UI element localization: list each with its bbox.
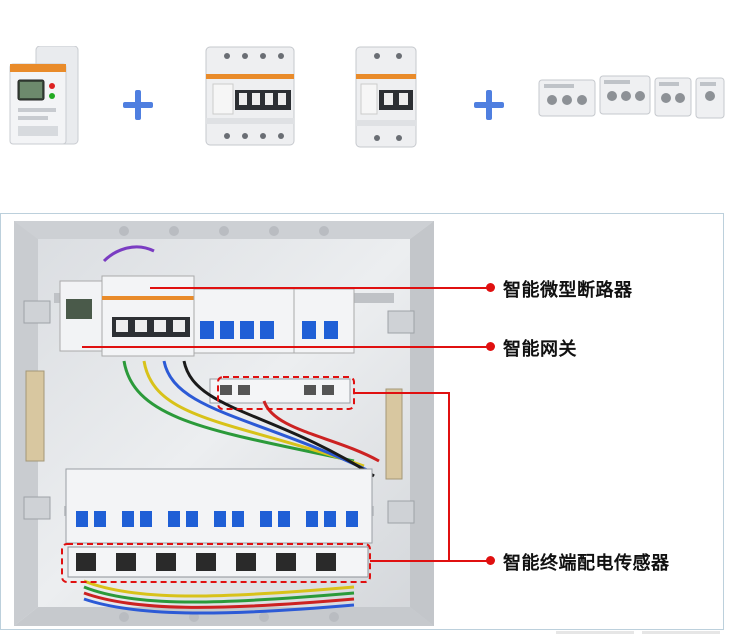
callout-line-sensor-top (354, 392, 450, 394)
callout-line-gateway (82, 346, 490, 348)
callout-line-sensor-vertical (448, 392, 450, 562)
label-smart-breaker: 智能微型断路器 (503, 280, 633, 301)
product-two-pole-breaker (355, 46, 417, 148)
bottom-edge-stub (556, 631, 634, 634)
callout-dot-breaker (486, 283, 495, 292)
product-terminal-sensors (538, 75, 725, 119)
label-smart-gateway: 智能网关 (503, 339, 577, 360)
label-terminal-sensor: 智能终端配电传感器 (503, 553, 670, 574)
callout-dot-sensor (486, 556, 495, 565)
distribution-cabinet-photo (14, 221, 434, 626)
plus-icon (474, 90, 504, 120)
callout-dot-gateway (486, 342, 495, 351)
product-energy-meter (9, 46, 79, 145)
callout-line-sensor-bottom (370, 560, 490, 562)
plus-icon (123, 90, 153, 120)
callout-line-breaker (150, 287, 490, 289)
product-four-pole-breaker (205, 46, 295, 146)
bottom-edge-stub (642, 631, 720, 634)
